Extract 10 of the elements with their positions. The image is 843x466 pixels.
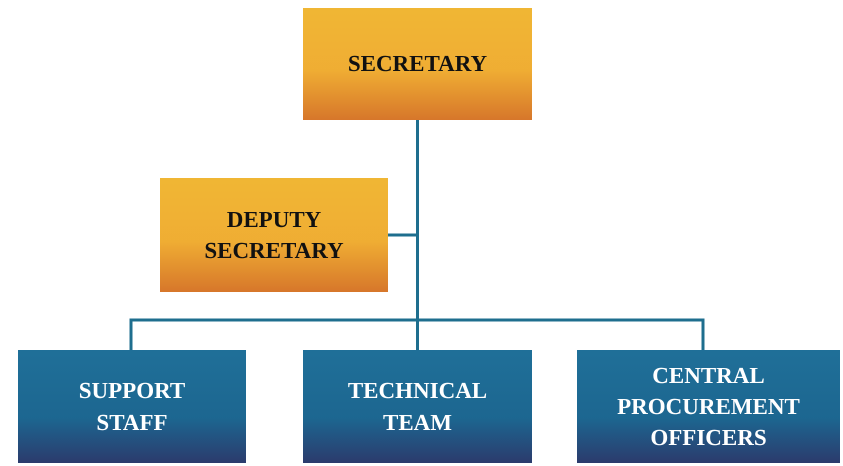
org-box	[303, 8, 532, 120]
role-label: SUPPORT STAFF	[78, 377, 186, 436]
role-label: SECRETARY	[348, 50, 488, 78]
org-box	[303, 350, 532, 463]
role-label: DEPUTY SECRETARY	[203, 206, 345, 265]
role-label: CENTRAL PROCUREMENT OFFICERS	[616, 362, 801, 452]
role-label: TECHNICAL TEAM	[346, 377, 488, 436]
org-box	[160, 178, 388, 292]
org-box	[577, 350, 840, 463]
org-box	[18, 350, 246, 463]
